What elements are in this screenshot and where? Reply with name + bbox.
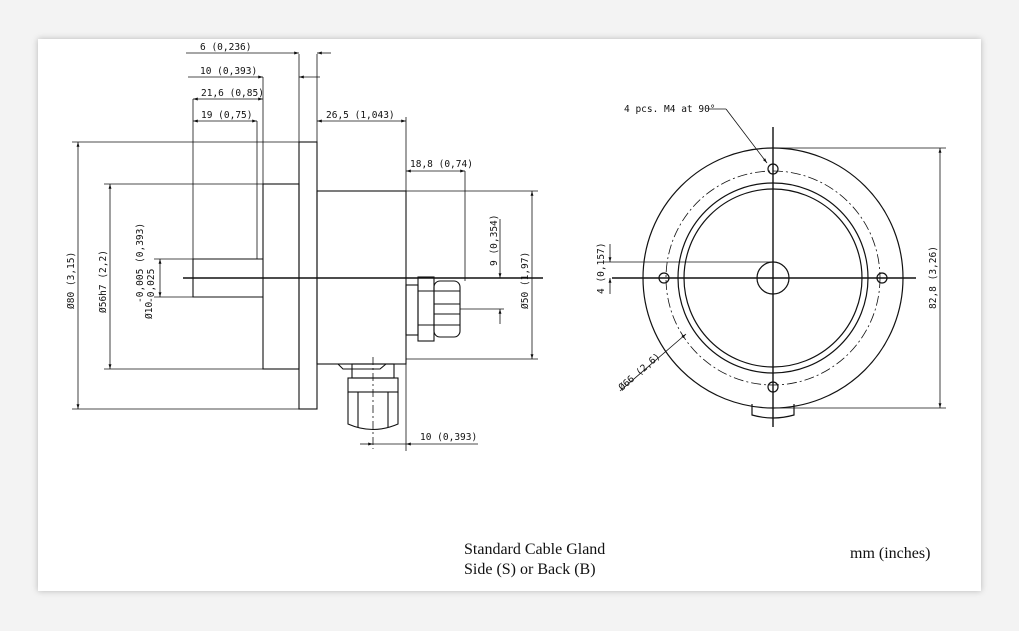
side-cable-gland bbox=[347, 357, 399, 449]
caption-line-2: Side (S) or Back (B) bbox=[464, 561, 596, 578]
mounting-hole-left bbox=[658, 272, 670, 284]
dim-holes: 4 pcs. M4 at 90° bbox=[624, 104, 716, 115]
dim-dia-56: Ø56h7 (2,2) bbox=[98, 250, 109, 313]
dim-dia-10: Ø10 bbox=[144, 302, 155, 319]
body-bottom-detail bbox=[337, 363, 387, 370]
front-gland-stub bbox=[751, 404, 795, 419]
flange bbox=[298, 141, 318, 410]
side-view bbox=[72, 51, 543, 451]
dim-step-10: 10 (0,393) bbox=[200, 66, 257, 77]
dim-dia-10-tol-lower: -0,025 bbox=[146, 269, 157, 303]
drawing-sheet: 6 (0,236) 10 (0,393) 21,6 (0,85) 19 (0,7… bbox=[38, 39, 981, 591]
front-dimensions bbox=[603, 108, 946, 409]
caption-line-1: Standard Cable Gland bbox=[464, 541, 606, 558]
dim-dia-66: Ø66 (2,6) bbox=[617, 351, 663, 393]
mounting-hole-top bbox=[767, 163, 779, 175]
back-cable-gland bbox=[405, 276, 461, 342]
dim-flange-thickness: 6 (0,236) bbox=[200, 42, 251, 53]
left-dimensions bbox=[72, 141, 299, 410]
dim-dia-80: Ø80 (3,15) bbox=[66, 252, 77, 309]
dim-dia-82-8: 82,8 (3,26) bbox=[928, 246, 939, 309]
mounting-hole-right bbox=[876, 272, 888, 284]
bolt-pitch-circle bbox=[665, 170, 881, 386]
shaft-outline bbox=[192, 258, 263, 298]
dim-gland-10: 10 (0,393) bbox=[420, 432, 477, 443]
bottom-dimensions bbox=[360, 364, 478, 451]
dim-offset-9: 9 (0,354) bbox=[489, 215, 500, 266]
units-note: mm (inches) bbox=[850, 545, 931, 562]
body-outer-circle bbox=[677, 182, 869, 374]
mounting-hole-bottom bbox=[767, 381, 779, 393]
dim-shaft-19: 19 (0,75) bbox=[201, 110, 252, 121]
body-inner-circle bbox=[683, 188, 863, 368]
dim-dia-50: Ø50 (1,97) bbox=[520, 252, 531, 309]
right-dimensions bbox=[406, 190, 538, 360]
dim-offset-4: 4 (0,157) bbox=[596, 243, 607, 294]
front-view bbox=[603, 108, 946, 427]
dim-dia-10-tol-upper: -0,005 (0,393) bbox=[135, 223, 146, 303]
step-collar bbox=[262, 183, 300, 370]
dim-shaft-21-6: 21,6 (0,85) bbox=[201, 88, 264, 99]
top-dimensions bbox=[186, 51, 466, 281]
dim-body-26-5: 26,5 (1,043) bbox=[326, 110, 395, 121]
technical-drawing: 6 (0,236) 10 (0,393) 21,6 (0,85) 19 (0,7… bbox=[66, 42, 946, 451]
dim-gland-18-8: 18,8 (0,74) bbox=[410, 159, 473, 170]
